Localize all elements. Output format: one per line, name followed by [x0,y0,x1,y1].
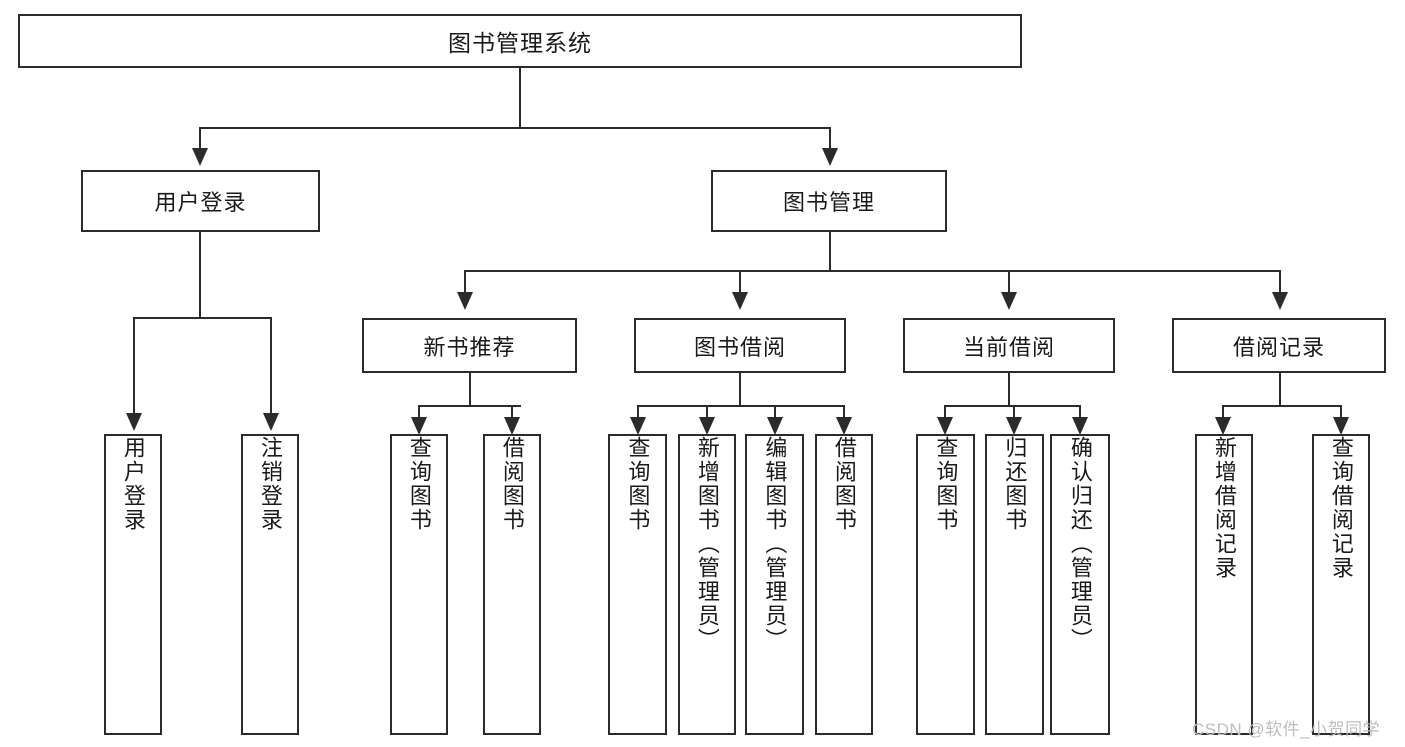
node-label: 编辑图书（管理员） [762,436,788,652]
node-label: 借阅记录 [1232,334,1325,360]
arrow-icon-borrow-1 [630,417,646,435]
connector-level2-bus [464,270,1279,272]
connector-recommend-bus [418,405,521,407]
connector-borrow-drop-4 [843,405,845,418]
connector-level2-drop-4 [1279,270,1281,293]
leaf-query-book-borrow[interactable]: 查询图书 [608,434,667,735]
connector-level2-drop-3 [1008,270,1010,293]
leaf-logout[interactable]: 注销登录 [241,434,299,735]
node-label: 查询图书 [625,436,651,532]
leaf-borrow-book-recommend[interactable]: 借阅图书 [483,434,541,735]
connector-borrow-stem [739,373,741,406]
connector-level1-drop-2 [829,127,831,149]
node-label: 用户登录 [154,190,247,215]
node-borrow-record[interactable]: 借阅记录 [1172,318,1386,373]
node-label: 新书推荐 [423,334,516,360]
leaf-edit-book-admin[interactable]: 编辑图书（管理员） [745,434,804,735]
connector-level2-drop-1 [464,270,466,293]
node-label: 新增图书（管理员） [694,436,720,652]
connector-record-stem [1279,373,1281,406]
watermark-text: CSDN @软件_小贺同学 [1192,720,1381,739]
arrow-icon-record-2 [1333,417,1349,435]
connector-user-login-drop-1 [133,317,135,414]
connector-current-drop-2 [1013,405,1015,418]
connector-record-drop-2 [1340,405,1342,418]
leaf-borrow-book[interactable]: 借阅图书 [815,434,873,735]
arrow-icon-current-1 [937,417,953,435]
arrow-icon-current-2 [1006,417,1022,435]
connector-recommend-stem [469,373,471,406]
leaf-query-borrow-record[interactable]: 查询借阅记录 [1312,434,1370,735]
arrow-icon-level2-2 [732,292,748,310]
arrow-icon-recommend-2 [504,417,520,435]
connector-root-stem [519,68,521,128]
arrow-icon-level1-2 [822,148,838,166]
node-label: 借阅图书 [499,436,525,532]
connector-borrow-drop-3 [774,405,776,418]
node-label: 图书管理 [782,190,875,215]
arrow-icon-borrow-2 [699,417,715,435]
connector-user-login-drop-2 [270,317,272,414]
node-label: 新增借阅记录 [1211,436,1237,580]
arrow-icon-level2-1 [457,292,473,310]
leaf-query-book-recommend[interactable]: 查询图书 [390,434,448,735]
leaf-user-login[interactable]: 用户登录 [104,434,162,735]
connector-current-drop-1 [944,405,946,418]
connector-current-stem [1008,373,1010,406]
connector-record-drop-1 [1222,405,1224,418]
connector-borrow-bus [637,405,844,407]
arrow-icon-level1-1 [192,148,208,166]
node-label: 图书管理系统 [448,30,592,56]
node-label: 查询借阅记录 [1328,436,1354,580]
arrow-icon-borrow-3 [767,417,783,435]
node-label: 当前借阅 [962,334,1055,360]
node-user-login[interactable]: 用户登录 [81,170,320,232]
node-label: 确认归还（管理员） [1067,436,1093,652]
node-label: 用户登录 [120,436,146,532]
connector-current-drop-3 [1079,405,1081,418]
connector-recommend-drop-1 [418,405,420,418]
arrow-icon-level2-4 [1272,292,1288,310]
connector-record-bus [1222,405,1341,407]
connector-level1-bus [199,127,831,129]
node-label: 借阅图书 [831,436,857,532]
node-new-book-recommend[interactable]: 新书推荐 [362,318,577,373]
connector-user-login-bus [133,317,271,319]
node-current-borrow[interactable]: 当前借阅 [903,318,1115,373]
leaf-return-book[interactable]: 归还图书 [985,434,1044,735]
arrow-icon-recommend-1 [411,417,427,435]
node-label: 图书借阅 [693,334,786,360]
node-label: 查询图书 [406,436,432,532]
leaf-add-book-admin[interactable]: 新增图书（管理员） [678,434,736,735]
node-book-borrow[interactable]: 图书借阅 [634,318,846,373]
connector-user-login-stem [199,232,201,318]
leaf-add-borrow-record[interactable]: 新增借阅记录 [1195,434,1253,735]
connector-recommend-drop-2 [511,405,513,418]
connector-current-bus [944,405,1079,407]
connector-borrow-drop-2 [706,405,708,418]
arrow-icon-user-login-2 [263,413,279,431]
leaf-confirm-return-admin[interactable]: 确认归还（管理员） [1050,434,1110,735]
node-label: 查询图书 [933,436,959,532]
connector-level2-drop-2 [739,270,741,293]
arrow-icon-record-1 [1215,417,1231,435]
node-label: 注销登录 [257,436,283,532]
arrow-icon-borrow-4 [836,417,852,435]
node-label: 归还图书 [1002,436,1028,532]
connector-level1-drop-1 [199,127,201,149]
arrow-icon-user-login-1 [126,413,142,431]
node-root-book-management-system[interactable]: 图书管理系统 [18,14,1022,68]
node-book-management[interactable]: 图书管理 [711,170,947,232]
leaf-query-book-current[interactable]: 查询图书 [916,434,975,735]
arrow-icon-level2-3 [1001,292,1017,310]
connector-borrow-drop-1 [637,405,639,418]
arrow-icon-current-3 [1072,417,1088,435]
connector-book-mgmt-stem [829,232,831,271]
